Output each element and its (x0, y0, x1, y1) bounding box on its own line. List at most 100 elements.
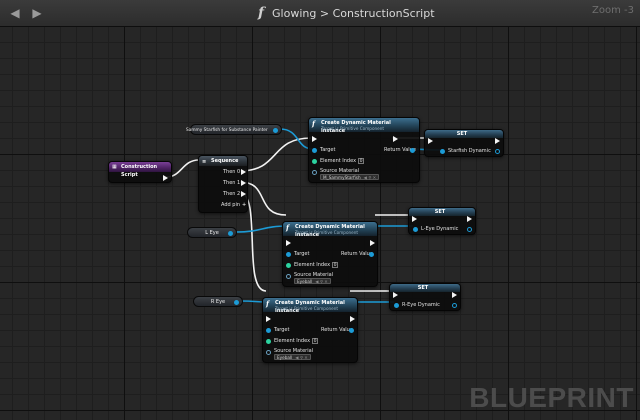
breadcrumb-blueprint[interactable]: Glowing (272, 7, 317, 20)
graph-canvas[interactable]: ▦ Construction Script ≡ Sequence Then 0 … (0, 27, 640, 420)
sequence-icon: ≡ (202, 159, 207, 165)
var-leye-pin[interactable] (228, 230, 233, 236)
set-1-header: SET (425, 130, 503, 138)
create-dmi-2-return-pin[interactable] (369, 251, 374, 257)
asset-browse-icon[interactable]: ◀ ⚲ ✕ (295, 355, 308, 360)
set-2-value-pin[interactable] (413, 226, 418, 232)
asset-browse-icon[interactable]: ◀ ⚲ ✕ (363, 175, 377, 180)
create-dmi-2-source-asset[interactable]: Eyeball◀ ⚲ ✕ (294, 278, 331, 284)
create-dmi-node-3[interactable]: f Create Dynamic Material Instance Targe… (262, 297, 358, 363)
create-dmi-1-element-input[interactable]: 0 (358, 158, 365, 164)
set-2-var-label: L-Eye Dynamic (421, 226, 459, 232)
create-dmi-3-element-input[interactable]: 0 (312, 338, 319, 344)
var-l-eye[interactable]: L Eye (187, 227, 237, 238)
set-3-var-label: R-Eye Dynamic (402, 302, 440, 308)
event-icon: ▦ (112, 164, 117, 170)
breadcrumb-separator: > (319, 7, 330, 20)
create-dmi-3-source-label: Source Material (274, 348, 314, 354)
set-2-output-pin[interactable] (467, 226, 472, 232)
zoom-level: Zoom -3 (592, 5, 634, 16)
function-icon: f (266, 299, 270, 308)
sequence-then0-label: Then 0 (223, 169, 241, 175)
blueprint-watermark: BLUEPRINT (469, 382, 634, 413)
create-dmi-3-element-label: Element Index (274, 338, 311, 344)
create-dmi-1-target-label: Target (320, 147, 336, 153)
add-pin-label: Add pin (221, 202, 241, 208)
sequence-node[interactable]: ≡ Sequence Then 0 Then 1 Then 2 Add pin+ (198, 155, 248, 213)
sequence-then2-pin[interactable] (241, 190, 246, 197)
create-dmi-1-title: Create Dynamic Material Instance (321, 120, 391, 134)
create-dmi-node-1[interactable]: f Create Dynamic Material Instance Targe… (308, 117, 420, 183)
create-dmi-2-target-label: Target (294, 251, 310, 257)
set-1-value-pin[interactable] (440, 148, 445, 154)
var-sammy-pin[interactable] (273, 127, 278, 133)
exec-wire-then0 (239, 137, 312, 172)
create-dmi-2-source-value: Eyeball (297, 279, 313, 284)
asset-browse-icon[interactable]: ◀ ⚲ ✕ (315, 279, 328, 284)
create-dmi-1-source-value: M_SammyStarfish (323, 175, 361, 180)
create-dmi-2-target-pin[interactable] (286, 251, 291, 257)
var-leye-label: L Eye (205, 230, 219, 236)
create-dmi-1-return-pin[interactable] (410, 147, 415, 153)
create-dmi-2-element-input[interactable]: 0 (332, 262, 339, 268)
set-node-2[interactable]: SET L-Eye Dynamic (408, 207, 476, 235)
create-dmi-3-subtitle: Target is Primitive Component (275, 306, 339, 311)
sequence-then0-pin[interactable] (241, 168, 246, 175)
set-3-exec-out[interactable] (452, 291, 457, 298)
set-3-header: SET (390, 284, 460, 292)
create-dmi-1-element-pin[interactable] (312, 158, 317, 164)
set-1-output-pin[interactable] (495, 148, 500, 154)
create-dmi-2-element-pin[interactable] (286, 262, 291, 268)
create-dmi-1-exec-in[interactable] (312, 135, 317, 142)
set-1-var-label: Starfish Dynamic (448, 148, 491, 154)
create-dmi-3-source-pin[interactable] (266, 349, 271, 355)
create-dmi-3-exec-in[interactable] (266, 315, 271, 322)
set-1-exec-out[interactable] (495, 137, 500, 144)
set-node-1[interactable]: SET Starfish Dynamic (424, 129, 504, 157)
construction-script-node[interactable]: ▦ Construction Script (108, 161, 172, 183)
set-3-value-pin[interactable] (394, 302, 399, 308)
function-icon: f (312, 119, 316, 128)
var-reye-label: R Eye (210, 299, 226, 305)
create-dmi-1-source-pin[interactable] (312, 169, 317, 175)
create-dmi-1-return-label: Return Value (384, 147, 416, 153)
create-dmi-3-source-asset[interactable]: Eyeball◀ ⚲ ✕ (274, 354, 311, 360)
exec-out-pin[interactable] (163, 175, 168, 181)
construction-script-title: Construction Script (121, 164, 158, 178)
create-dmi-2-element-label: Element Index (294, 262, 331, 268)
set-3-exec-in[interactable] (393, 291, 398, 298)
create-dmi-1-source-label: Source Material (320, 168, 360, 174)
create-dmi-2-exec-in[interactable] (286, 239, 291, 246)
create-dmi-1-source-asset[interactable]: M_SammyStarfish◀ ⚲ ✕ (320, 174, 380, 180)
create-dmi-2-subtitle: Target is Primitive Component (295, 230, 359, 235)
create-dmi-2-source-pin[interactable] (286, 273, 291, 279)
set-2-exec-in[interactable] (412, 215, 417, 222)
create-dmi-3-target-pin[interactable] (266, 327, 271, 333)
var-reye-pin[interactable] (234, 299, 239, 305)
var-sammy-starfish[interactable]: Sammy Starfish for Substance Painter (186, 124, 282, 135)
set-2-exec-out[interactable] (467, 215, 472, 222)
back-arrow-icon[interactable]: ◀ (10, 6, 20, 20)
create-dmi-3-exec-out[interactable] (350, 315, 355, 322)
forward-arrow-icon[interactable]: ▶ (32, 6, 42, 20)
set-1-exec-in[interactable] (428, 137, 433, 144)
create-dmi-1-target-pin[interactable] (312, 147, 317, 153)
create-dmi-node-2[interactable]: f Create Dynamic Material Instance Targe… (282, 221, 378, 287)
sequence-header: ≡ Sequence (199, 156, 247, 166)
create-dmi-2-exec-out[interactable] (370, 239, 375, 246)
create-dmi-3-return-pin[interactable] (349, 327, 354, 333)
sequence-then1-pin[interactable] (241, 179, 246, 186)
create-dmi-1-exec-out[interactable] (393, 135, 398, 142)
create-dmi-3-source-value: Eyeball (277, 355, 293, 360)
set-node-3[interactable]: SET R-Eye Dynamic (389, 283, 461, 311)
create-dmi-1-subtitle: Target is Primitive Component (321, 126, 385, 131)
set-3-output-pin[interactable] (452, 302, 457, 308)
create-dmi-3-target-label: Target (274, 327, 290, 333)
var-r-eye[interactable]: R Eye (193, 296, 243, 307)
breadcrumb-graph: ConstructionScript (332, 7, 435, 20)
create-dmi-3-element-pin[interactable] (266, 338, 271, 344)
sequence-add-pin[interactable]: Add pin+ (221, 202, 246, 208)
